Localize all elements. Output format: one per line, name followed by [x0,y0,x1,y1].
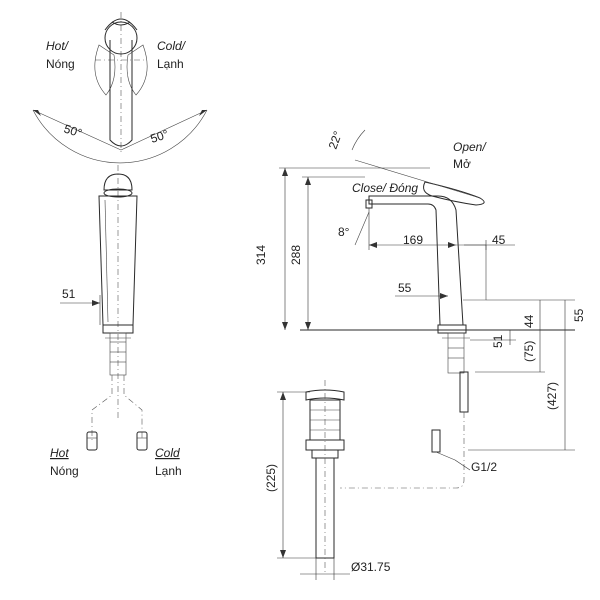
open-label-vi: Mở [453,157,471,171]
dim-225: (225) [264,464,278,492]
dim-169: 169 [403,233,423,247]
hot-inlet-fitting [86,431,98,451]
angle-valve [431,429,441,453]
angle-8-label: 8° [338,225,350,239]
handle-top-circle [104,21,138,55]
side-handle-open-line [354,159,481,199]
dim-288: 288 [289,245,303,265]
hot-bottom-label: Hot [50,446,69,460]
cold-top-label: Cold/ [157,39,187,53]
angle-22-label: 22° [326,129,345,151]
open-label: Open/ [453,140,487,154]
handle-cold-position [126,44,148,96]
dim-44: 44 [522,314,536,328]
thread-label: G1/2 [471,460,497,474]
close-label: Close/ Đóng [352,181,418,195]
dim-45: 45 [492,233,506,247]
swing-line-left [32,109,122,151]
hot-top-label: Hot/ [46,39,70,53]
cold-bottom-label-vi: Lạnh [155,464,182,478]
handle-hot-position [94,44,116,96]
angle-right-label: 50° [149,127,171,146]
hot-bottom-label-vi: Nóng [50,464,79,478]
cold-bottom-label: Cold [155,446,180,460]
dim-427: (427) [545,382,559,410]
side-supply-hose [459,371,469,413]
dim-51-side: 51 [491,334,505,348]
cold-top-label-vi: Lạnh [157,57,184,71]
front-dim-51: 51 [62,287,76,301]
dim-55-left: 55 [398,281,412,295]
dim-55-right: 55 [572,308,586,322]
side-view [277,129,575,580]
angle-left-label: 50° [62,122,84,141]
drain-cap [305,389,345,401]
swing-line-right [120,109,208,151]
front-view [60,165,148,451]
diameter-label: Ø31.75 [351,560,391,574]
dim-314: 314 [254,245,268,265]
side-handle-closed [423,181,485,206]
swing-arc [32,109,208,164]
top-view [32,12,208,164]
front-handle-knob [103,173,133,191]
hot-top-label-vi: Nóng [46,57,75,71]
dim-75: (75) [522,341,536,362]
side-spout-body [368,195,464,326]
cold-inlet-fitting [136,431,148,451]
